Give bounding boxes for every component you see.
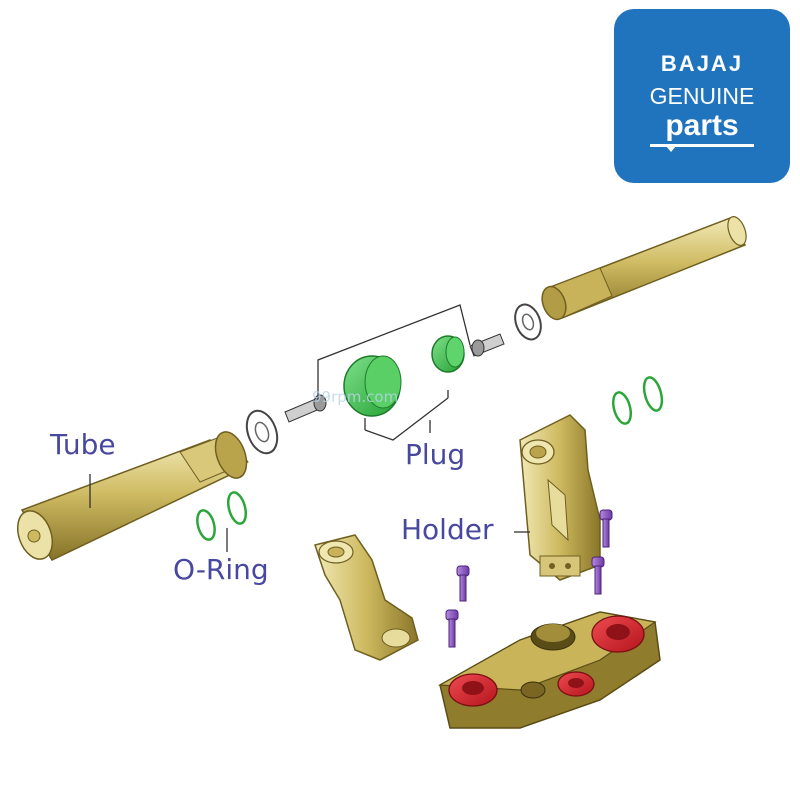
bolt-purple-4 — [591, 556, 605, 595]
bolt-right — [469, 333, 505, 357]
holder-right — [519, 414, 601, 581]
label-holder: Holder — [401, 513, 494, 546]
logo-underline — [650, 144, 754, 147]
watermark-text: 99rpm.com — [312, 388, 399, 406]
label-o-ring: O-Ring — [173, 553, 269, 586]
plug-bracket — [317, 304, 471, 441]
o-ring-left — [196, 491, 248, 541]
bolt-purple-2 — [445, 609, 459, 648]
plug-large — [343, 355, 402, 417]
holder-left — [314, 534, 419, 661]
bolt-purple-1 — [456, 565, 470, 602]
washer-right — [514, 303, 542, 341]
leader-lines — [89, 474, 530, 552]
label-plug: Plug — [405, 438, 466, 471]
logo-arrow-icon — [666, 146, 676, 152]
bajaj-genuine-parts-logo: BAJAJ GENUINE parts — [614, 9, 790, 183]
logo-parts-text: parts — [665, 109, 739, 142]
plug-small — [431, 335, 465, 373]
logo-genuine-text: GENUINE — [649, 83, 755, 109]
o-ring-right — [611, 376, 664, 425]
logo-brand-text: BAJAJ — [660, 51, 744, 76]
triple-clamp — [437, 611, 661, 729]
tube-right — [541, 216, 747, 321]
washer-left — [245, 409, 279, 455]
label-tube: Tube — [50, 428, 116, 461]
bolt-left — [284, 394, 327, 423]
bolt-purple-3 — [599, 509, 613, 548]
tube-left — [16, 431, 249, 561]
